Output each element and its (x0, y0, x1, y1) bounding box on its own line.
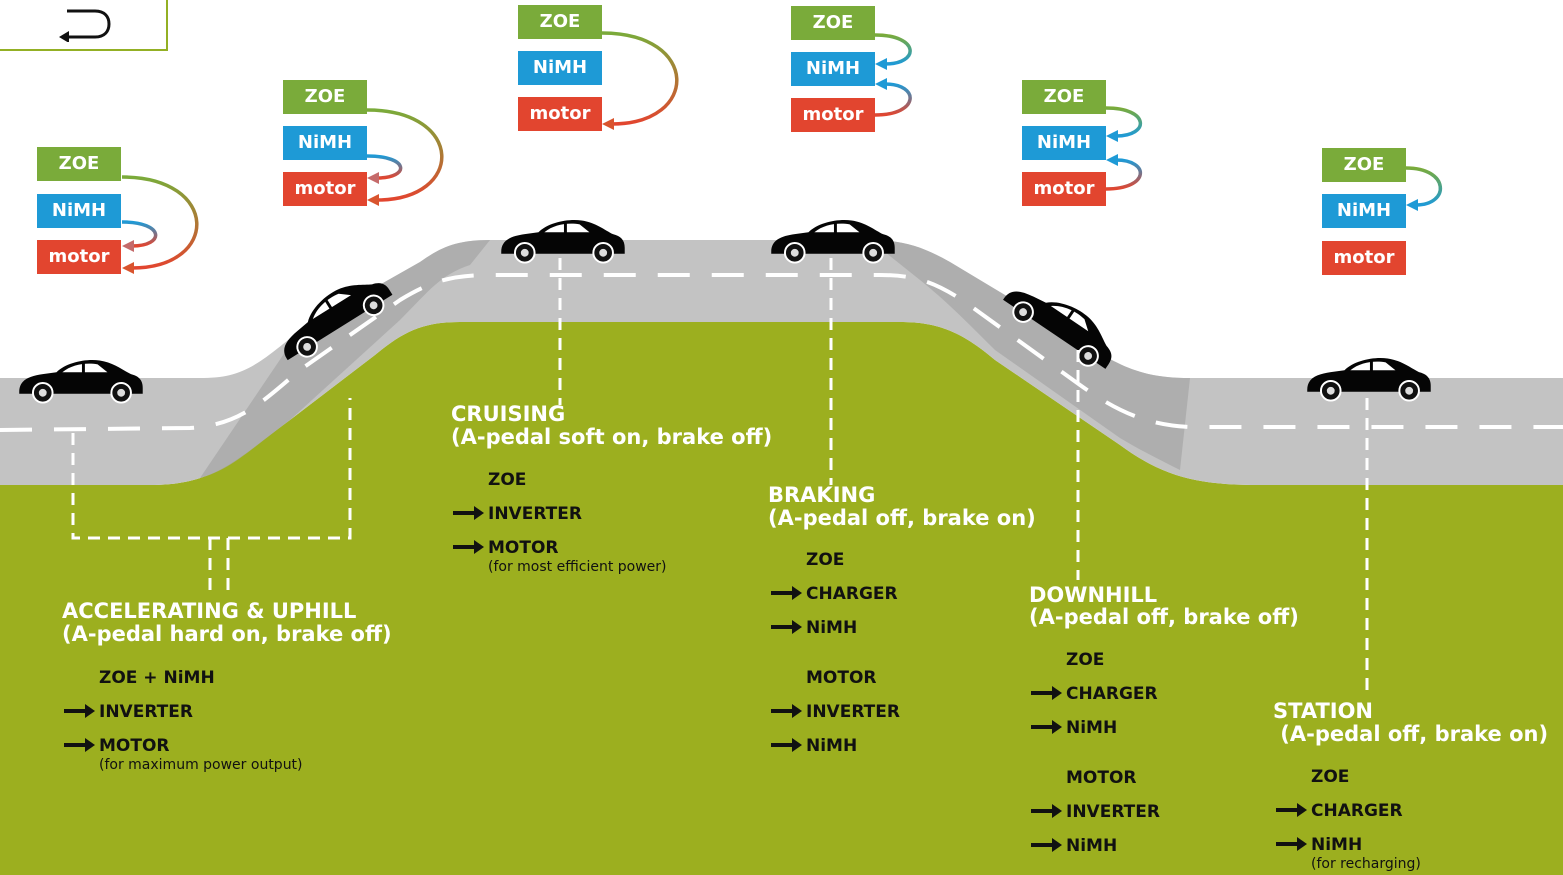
road-slope-right (870, 240, 1190, 470)
accelerating-title: ACCELERATING & UPHILL (62, 599, 357, 623)
station-subtitle: (A-pedal off, brake on) (1273, 722, 1549, 746)
road-slope-left (200, 240, 490, 478)
downhill-title: DOWNHILL (1029, 583, 1158, 607)
downhill-line-3: NiMH (1030, 718, 1118, 738)
braking-line-2: CHARGER (771, 584, 898, 604)
station-note: (for recharging) (1311, 856, 1421, 872)
downhill-line-4: MOTOR (1066, 768, 1137, 788)
zoe-box: ZOE (791, 6, 875, 40)
accelerating-line-2: INVERTER (64, 702, 193, 722)
motor-box: motor (283, 172, 367, 206)
station-line-3: NiMH (1275, 835, 1363, 855)
road-center-line (0, 273, 1563, 432)
braking-line-4: MOTOR (806, 668, 877, 688)
braking-line-6: NiMH (770, 736, 858, 756)
nimh-box: NiMH (37, 194, 121, 228)
station-line-2: CHARGER (1276, 801, 1403, 821)
back-button[interactable] (0, 0, 168, 51)
cruising-note: (for most efficient power) (488, 559, 667, 575)
zoe-box: ZOE (37, 147, 121, 181)
station-line-1: ZOE (1311, 767, 1350, 787)
motor-box: motor (1322, 241, 1406, 275)
downhill-line-5: INVERTER (1031, 802, 1160, 822)
ground (0, 322, 1563, 875)
accelerating-subtitle: (A-pedal hard on, brake off) (62, 622, 392, 646)
cruising-subtitle: (A-pedal soft on, brake off) (451, 425, 773, 449)
motor-box: motor (791, 98, 875, 132)
downhill-line-1: ZOE (1066, 650, 1105, 670)
accelerating-note: (for maximum power output) (99, 757, 303, 773)
braking-line-3: NiMH (770, 618, 858, 638)
motor-box: motor (1022, 172, 1106, 206)
zoe-box: ZOE (1322, 148, 1406, 182)
motor-box: motor (518, 97, 602, 131)
downhill-subtitle: (A-pedal off, brake off) (1029, 605, 1299, 629)
motor-box: motor (37, 240, 121, 274)
nimh-box: NiMH (1022, 126, 1106, 160)
zoe-box: ZOE (1022, 80, 1106, 114)
braking-line-1: ZOE (806, 550, 845, 570)
braking-subtitle: (A-pedal off, brake on) (768, 506, 1036, 530)
nimh-box: NiMH (1322, 194, 1406, 228)
downhill-line-6: NiMH (1030, 836, 1118, 856)
cruising-title: CRUISING (451, 402, 566, 426)
braking-title: BRAKING (768, 483, 876, 507)
zoe-box: ZOE (518, 5, 602, 39)
nimh-box: NiMH (791, 52, 875, 86)
nimh-box: NiMH (518, 51, 602, 85)
accelerating-line-1: ZOE + NiMH (99, 668, 215, 688)
nimh-box: NiMH (283, 126, 367, 160)
braking-line-5: INVERTER (771, 702, 900, 722)
cruising-line-3: MOTOR (453, 538, 559, 558)
return-arrow-icon (59, 9, 111, 42)
zoe-box: ZOE (283, 80, 367, 114)
station-title: STATION (1273, 699, 1374, 723)
downhill-line-2: CHARGER (1031, 684, 1158, 704)
cruising-line-1: ZOE (488, 470, 527, 490)
cruising-line-2: INVERTER (453, 504, 582, 524)
accelerating-line-3: MOTOR (64, 736, 170, 756)
leader-lines (71, 258, 1369, 695)
flow-arrows (121, 31, 1443, 274)
